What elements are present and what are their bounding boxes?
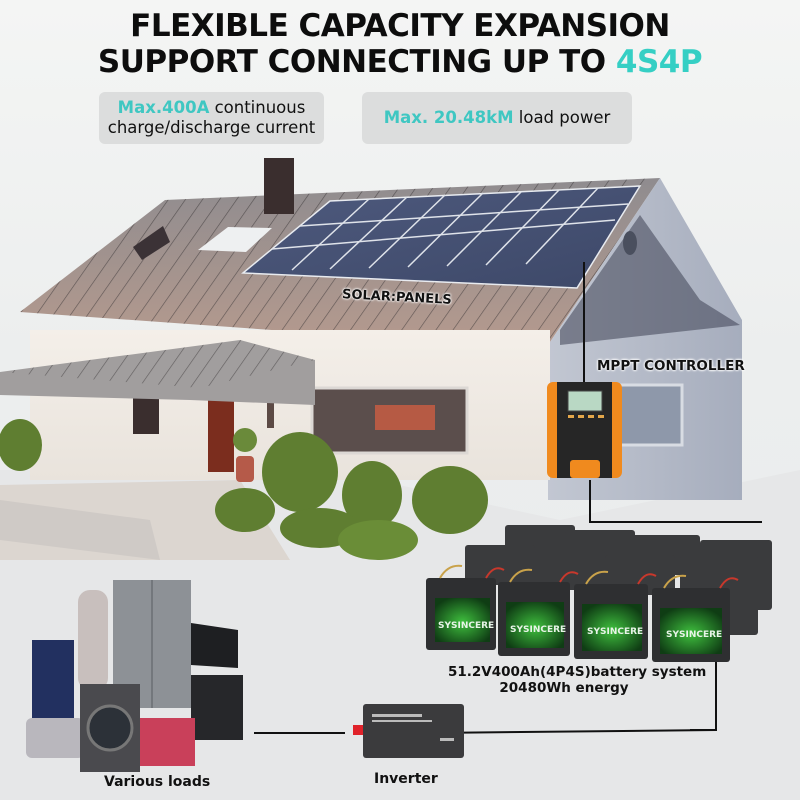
power-badge-highlight: Max. 20.48kM [383,108,514,127]
battery-to-inverter-wire [429,729,717,734]
freezer [32,640,74,720]
current-badge-text: continuous [209,98,306,117]
water-heater [26,718,84,758]
mppt-controller-label: MPPT CONTROLLER [597,358,745,374]
loads-label: Various loads [104,774,211,790]
current-badge-highlight: Max.400A [117,98,210,117]
svg-text:SYSINCERE: SYSINCERE [587,627,643,637]
headline-line1: FLEXIBLE CAPACITY EXPANSION [130,8,670,44]
power-badge: Max. 20.48kM load power [362,92,632,144]
roof-window [133,226,170,260]
plant-pot [236,456,254,482]
battery-bank: SYSINCERE SYSINCERE SYSINCERE SYSINCERE [426,525,772,662]
svg-text:SYSINCERE: SYSINCERE [510,625,566,635]
tv [140,718,195,766]
dishwasher [191,675,243,740]
headline-line2: SUPPORT CONNECTING UP TO 4S4P [0,44,800,80]
battery-energy-line: 20480Wh energy [499,680,629,696]
solar-panels [241,185,642,289]
skylight [198,227,272,252]
appliances [26,580,243,772]
mppt-controller [547,382,622,478]
power-badge-text: load power [513,108,611,127]
range-hood [191,623,238,668]
svg-text:SYSINCERE: SYSINCERE [666,630,722,640]
inverter [353,704,464,758]
current-badge: Max.400A continuous charge/discharge cur… [99,92,324,144]
svg-text:SYSINCERE: SYSINCERE [438,621,494,631]
headline-accent: 4S4P [615,44,703,80]
chimney [264,158,294,214]
garden-bushes [0,419,488,560]
current-badge-line2: charge/discharge current [107,118,316,137]
front-door [208,400,234,472]
battery-system-label: 51.2V400Ah(4P4S)battery system 20480Wh e… [448,664,707,696]
headline-line2-text: SUPPORT CONNECTING UP TO [97,44,616,80]
air-conditioner [78,590,108,690]
battery-spec-line: 51.2V400Ah(4P4S)battery system [448,664,707,680]
inverter-label: Inverter [374,771,438,787]
